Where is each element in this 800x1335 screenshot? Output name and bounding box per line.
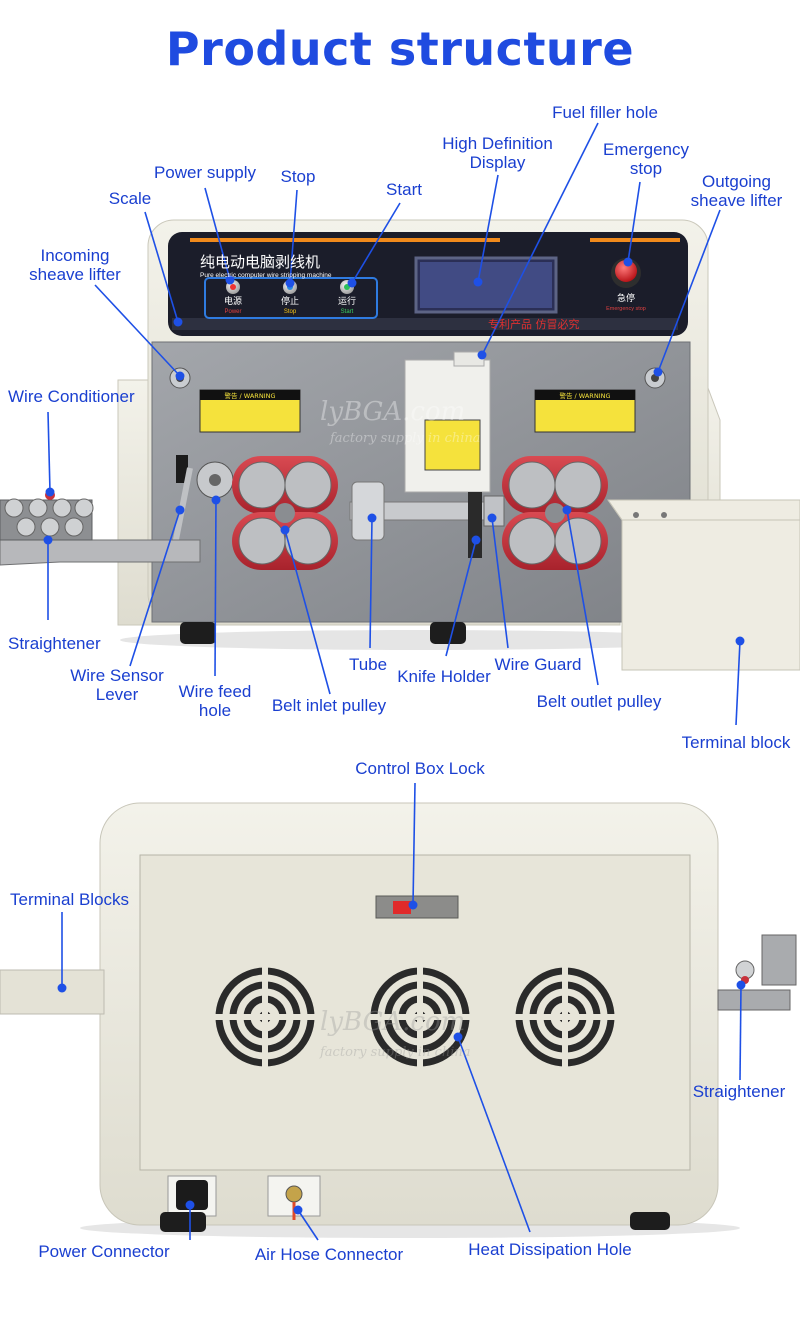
watermark-bottom-sub: factory supply in china — [319, 1045, 471, 1060]
start-button-cn: 运行 — [338, 295, 356, 307]
label-wire-sensor-line1: Wire Sensor — [70, 666, 164, 685]
label-straightener-rear: Straightener — [692, 1082, 786, 1101]
estop-cn: 急停 — [617, 292, 635, 304]
machine-name-cn: 纯电动电脑剥线机 — [200, 253, 320, 271]
label-wire-guard: Wire Guard — [494, 655, 582, 674]
stop-button-en: Stop — [284, 309, 297, 315]
label-outgoing-line1: Outgoing — [702, 172, 771, 191]
label-wire-conditioner: Wire Conditioner — [8, 387, 135, 406]
label-tube: Tube — [348, 655, 388, 674]
label-stop: Stop — [280, 167, 316, 186]
label-scale: Scale — [108, 189, 152, 208]
label-power-supply: Power supply — [153, 163, 257, 182]
warning-left-title: 警告 / WARNING — [224, 391, 275, 400]
label-incoming-sheave-lifter: Incoming sheave lifter — [20, 246, 130, 284]
label-control-box-lock: Control Box Lock — [355, 759, 485, 778]
label-outgoing-sheave-lifter: Outgoing sheave lifter — [684, 172, 789, 210]
label-incoming-line1: Incoming — [40, 246, 110, 265]
label-emergency-stop: Emergency stop — [596, 140, 696, 178]
label-wire-sensor-line2: Lever — [95, 685, 139, 704]
label-hd-display: High Definition Display — [425, 134, 570, 172]
label-emergency-stop-line1: Emergency — [603, 140, 689, 159]
panel-printing: 纯电动电脑剥线机 Pure electric computer wire str… — [200, 253, 646, 1060]
label-emergency-stop-line2: stop — [629, 159, 663, 178]
rear-view-machine — [0, 802, 797, 1238]
label-outgoing-line2: sheave lifter — [690, 191, 783, 210]
label-straightener: Straightener — [8, 634, 101, 653]
label-belt-outlet-pulley: Belt outlet pulley — [536, 692, 662, 711]
estop-en: Emergency stop — [606, 306, 646, 312]
label-terminal-block: Terminal block — [681, 733, 791, 752]
stop-button-cn: 停止 — [281, 295, 299, 307]
label-wire-sensor-lever: Wire Sensor Lever — [62, 666, 172, 704]
watermark-top: lyBGA.com — [320, 397, 465, 427]
leader-lines — [43, 122, 746, 1241]
patent-text: 专利产品 仿冒必究 — [488, 317, 580, 331]
label-hd-display-line2: Display — [469, 153, 526, 172]
label-fuel-filler-hole: Fuel filler hole — [552, 103, 658, 122]
power-button-cn: 电源 — [224, 295, 242, 307]
label-wire-feed-hole: Wire feed hole — [170, 682, 260, 720]
label-belt-inlet-pulley: Belt inlet pulley — [271, 696, 387, 715]
start-button-en: Start — [341, 309, 354, 315]
machine-name-en: Pure electric computer wire stripping ma… — [200, 272, 332, 279]
watermark-top-sub: factory supply in china — [329, 431, 481, 446]
page-title: Product structure — [165, 22, 635, 76]
watermark-bottom: lyBGA.com — [320, 1007, 465, 1037]
power-button-en: Power — [224, 309, 241, 315]
label-hd-display-line1: High Definition — [442, 134, 553, 153]
label-knife-holder: Knife Holder — [397, 667, 491, 686]
label-power-connector: Power Connector — [38, 1242, 170, 1261]
label-wire-feed-line1: Wire feed — [178, 682, 252, 701]
warning-right-title: 警告 / WARNING — [559, 391, 610, 400]
label-heat-dissipation-hole: Heat Dissipation Hole — [468, 1240, 632, 1259]
label-incoming-line2: sheave lifter — [29, 265, 121, 284]
label-wire-feed-line2: hole — [198, 701, 232, 720]
label-start: Start — [386, 180, 422, 199]
label-air-hose-connector: Air Hose Connector — [254, 1245, 404, 1264]
label-terminal-blocks: Terminal Blocks — [10, 890, 130, 909]
